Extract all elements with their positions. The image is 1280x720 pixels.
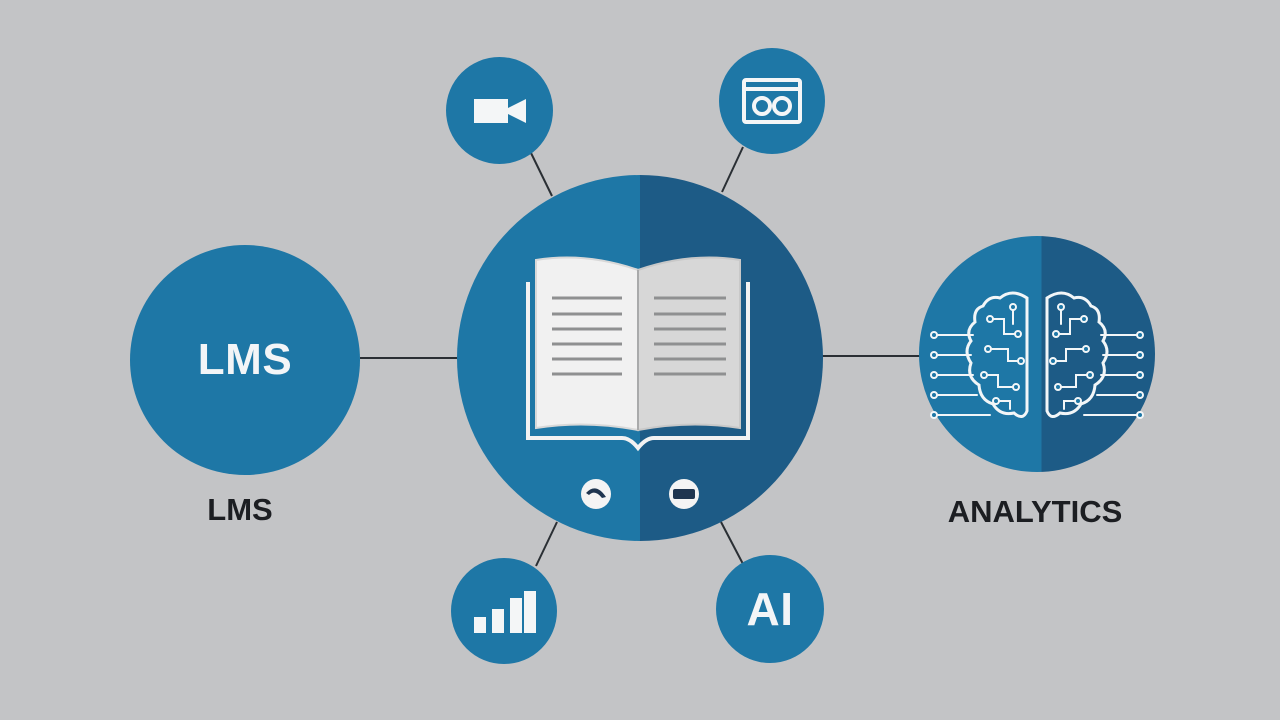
analytics-caption: ANALYTICS — [947, 494, 1123, 529]
media-player-node[interactable] — [719, 48, 825, 154]
chart-node[interactable] — [451, 558, 557, 664]
ai-node-label: AI — [746, 583, 794, 635]
video-node[interactable] — [446, 57, 553, 164]
analytics-node[interactable] — [919, 236, 1155, 472]
connector-top-right — [721, 146, 744, 193]
lms-node-label: LMS — [197, 335, 293, 384]
connector-top-left — [530, 152, 553, 197]
circuit-brain-icon — [930, 291, 1144, 419]
media-player-icon — [742, 78, 802, 124]
toggle-right-icon[interactable] — [668, 478, 700, 510]
open-book-icon — [526, 256, 750, 452]
connector-bottom-left — [535, 521, 558, 567]
bar-chart-icon — [474, 591, 536, 633]
ai-node[interactable]: AI — [716, 555, 824, 663]
lms-node[interactable]: LMS — [130, 245, 360, 475]
lms-caption: LMS — [207, 492, 273, 527]
video-camera-icon — [473, 98, 526, 123]
toggle-left-icon[interactable] — [580, 478, 612, 510]
connector-bottom-right — [720, 521, 744, 565]
